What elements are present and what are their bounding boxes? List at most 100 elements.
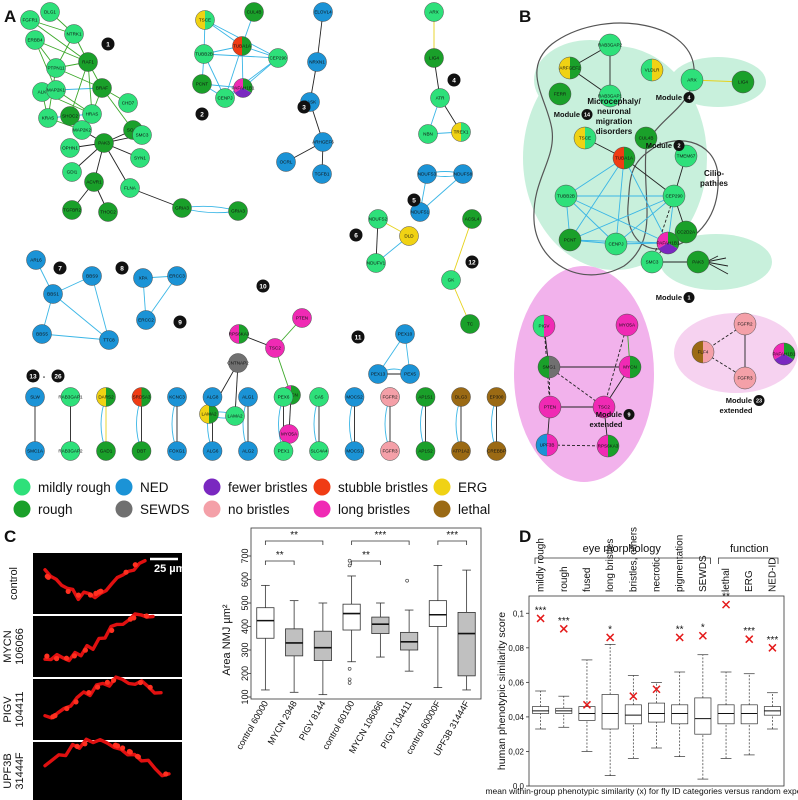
node-label: THOC2	[100, 210, 116, 215]
node-label: MAP2K2	[73, 128, 92, 133]
node-disc	[380, 387, 400, 407]
node-label: CUL4B	[247, 10, 262, 15]
node-slice	[641, 59, 652, 81]
significance-label: ***	[743, 626, 755, 637]
network-node: ARFGEF2	[558, 56, 582, 80]
node-label: PEX13	[371, 372, 386, 377]
box-outlier	[347, 666, 352, 671]
node-label: FLNA	[124, 186, 137, 191]
module-number-badge	[623, 409, 635, 420]
significance-label: *	[608, 624, 612, 635]
node-outline	[656, 231, 680, 255]
nmj-bouton	[127, 616, 133, 622]
box	[671, 704, 689, 725]
group-label: Microcephaly/	[587, 97, 641, 106]
network-edge	[615, 157, 625, 245]
node-disc	[441, 270, 461, 290]
module-number-badge	[673, 140, 685, 151]
network-edge	[565, 157, 625, 197]
network-edge	[615, 195, 675, 245]
node-outline	[131, 387, 152, 407]
node-slice	[619, 356, 630, 378]
node-disc	[733, 312, 757, 336]
nmj-bouton	[74, 743, 80, 750]
node-slice	[195, 10, 205, 30]
network-node: ATR	[430, 88, 450, 108]
node-disc	[417, 164, 437, 184]
node-slice	[597, 435, 608, 457]
node-disc	[130, 148, 150, 168]
node-label: CEP290	[269, 56, 287, 61]
node-outline	[229, 324, 249, 344]
legend-swatch	[203, 500, 221, 518]
node-label: PAFAH1B1	[657, 241, 680, 246]
box-outlier	[347, 563, 352, 568]
node-label: PAK3	[692, 260, 704, 265]
network-node: ARL6	[26, 250, 46, 270]
nmj-bouton	[71, 653, 77, 659]
node-disc	[215, 88, 235, 108]
box	[457, 612, 476, 677]
network-edge	[203, 53, 279, 59]
node-label: CEP290	[665, 194, 683, 199]
network-node: TSCE	[573, 126, 597, 150]
node-outline	[618, 355, 642, 379]
node-label: FGFR1	[22, 18, 38, 23]
pair-node-bottom: FGFR3	[380, 441, 400, 461]
network-edge	[41, 333, 110, 341]
node-label: CHD7	[122, 101, 135, 106]
node-label: NDUFS1	[411, 210, 430, 215]
network-node: NDUFV1	[366, 253, 386, 273]
pair-node-top: ALG1	[238, 387, 258, 407]
node-disc	[453, 164, 473, 184]
node-disc	[486, 441, 507, 461]
network-node: XPA	[133, 268, 153, 288]
node-disc	[486, 387, 507, 407]
node-label: ATR	[436, 96, 446, 101]
node-label: NBN	[423, 132, 433, 137]
node-label: MOCS1	[346, 449, 363, 454]
network-node: GRIA3	[172, 198, 192, 218]
network-node: PTEN	[538, 395, 562, 419]
node-label: FGFR2	[382, 395, 398, 400]
nmj-stain	[43, 612, 155, 663]
panel-label-b: B	[519, 7, 531, 26]
significance-label: **	[362, 550, 370, 561]
node-label: ARHGEF6	[312, 140, 334, 145]
network-node: THOC2	[98, 202, 118, 222]
node-label: ERCC2	[138, 318, 154, 323]
legend-swatch	[433, 500, 451, 518]
network-edge	[705, 261, 729, 267]
node-disc	[84, 172, 104, 192]
node-disc	[399, 226, 419, 246]
node-outline	[232, 36, 252, 56]
legend-label: rough	[38, 502, 73, 517]
network-node: UPF3B	[535, 433, 559, 457]
pair-node-bottom: FOXG1	[167, 441, 187, 461]
module-number: 9	[627, 413, 630, 419]
node-label: TSC2	[269, 346, 281, 351]
node-disc	[366, 253, 386, 273]
node-slice	[692, 341, 703, 363]
node-label: PEX1	[278, 449, 290, 454]
pair-node-top: SRD5A3	[131, 387, 152, 407]
node-disc	[167, 441, 187, 461]
node-outline	[772, 342, 796, 366]
node-disc	[554, 184, 578, 208]
network-node: FLNA	[120, 178, 140, 198]
node-label: PAK3	[98, 141, 110, 146]
y-tick-label: 500	[240, 595, 250, 610]
node-disc	[132, 125, 152, 145]
legend-label: NED	[140, 480, 169, 495]
legend-swatch	[13, 500, 31, 518]
node-disc	[202, 441, 223, 461]
pair-node-bottom: CREBBP	[486, 441, 507, 461]
y-tick-label: 100	[240, 689, 250, 704]
x-category-label: fused	[582, 568, 593, 592]
pair-node-bottom: SMC1A	[25, 441, 45, 461]
node-disc	[273, 441, 294, 461]
module-number: 5	[412, 197, 416, 204]
network-node: TSCE	[195, 10, 215, 30]
